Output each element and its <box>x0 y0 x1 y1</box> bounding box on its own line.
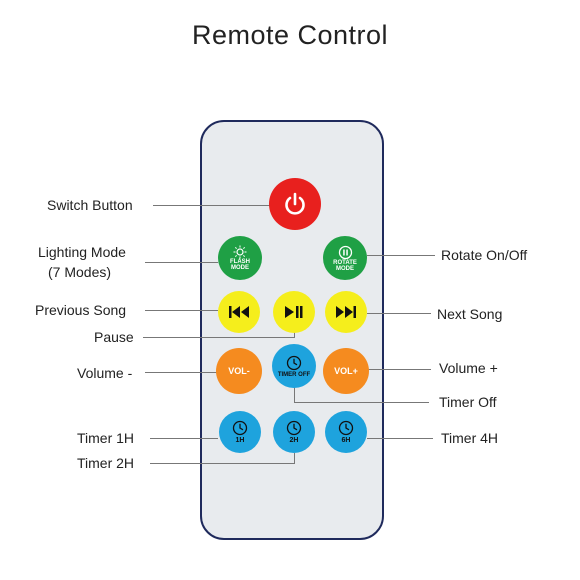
previous-icon <box>229 306 249 318</box>
connector-timer2-v <box>294 453 295 463</box>
rotate-icon <box>338 245 352 259</box>
label-vol-minus: Volume - <box>77 365 133 381</box>
play-pause-button[interactable] <box>273 291 315 333</box>
label-lighting-1: Lighting Mode <box>38 244 126 260</box>
connector-vol-plus <box>367 369 431 370</box>
connector-lighting <box>145 262 218 263</box>
connector-timer-off-v <box>294 387 295 402</box>
volume-down-label: VOL- <box>228 366 250 376</box>
label-timer4: Timer 4H <box>441 430 499 446</box>
clock-icon <box>286 420 302 436</box>
label-timer2: Timer 2H <box>77 455 135 471</box>
connector-next <box>367 313 431 314</box>
power-icon <box>285 192 305 215</box>
flash-mode-button[interactable]: FLASH MODE <box>218 236 262 280</box>
timer-off-label: TIMER OFF <box>277 371 311 378</box>
next-icon <box>336 306 356 318</box>
label-pause: Pause <box>94 329 134 345</box>
timer-2h-label: 2H <box>289 437 299 444</box>
volume-up-label: VOL+ <box>334 366 358 376</box>
connector-timer2 <box>150 463 295 464</box>
label-timer1: Timer 1H <box>77 430 135 446</box>
clock-icon <box>286 355 302 370</box>
play-pause-icon <box>285 306 303 318</box>
label-previous: Previous Song <box>35 302 127 318</box>
connector-pause <box>143 337 295 338</box>
timer-6h-label: 6H <box>341 437 351 444</box>
timer-1h-label: 1H <box>235 437 245 444</box>
clock-icon <box>338 420 354 436</box>
volume-up-button[interactable]: VOL+ <box>323 348 369 394</box>
connector-previous <box>145 310 218 311</box>
rotate-label-line1: ROTATE <box>333 259 357 266</box>
timer-1h-button[interactable]: 1H <box>219 411 261 453</box>
label-vol-plus: Volume + <box>439 360 498 376</box>
label-rotate: Rotate On/Off <box>441 247 528 263</box>
clock-icon <box>232 420 248 436</box>
connector-timer1 <box>150 438 218 439</box>
rotate-mode-button[interactable]: ROTATE MODE <box>323 236 367 280</box>
connector-timer-off <box>294 402 429 403</box>
label-switch: Switch Button <box>47 197 133 213</box>
connector-pause-v <box>294 330 295 337</box>
label-lighting-2: (7 Modes) <box>48 264 112 280</box>
connector-vol-minus <box>145 372 217 373</box>
previous-button[interactable] <box>218 291 260 333</box>
timer-6h-button[interactable]: 6H <box>325 411 367 453</box>
sun-icon <box>233 245 247 259</box>
flash-label-line1: FLASH <box>230 259 250 265</box>
label-timer-off: Timer Off <box>439 394 497 410</box>
power-button[interactable] <box>269 178 321 230</box>
volume-down-button[interactable]: VOL- <box>216 348 262 394</box>
page-title: Remote Control <box>191 20 389 50</box>
label-next: Next Song <box>437 306 503 322</box>
rotate-label-line2: MODE <box>336 265 354 272</box>
connector-timer4 <box>367 438 433 439</box>
flash-label-line2: MODE <box>231 265 249 271</box>
connector-rotate <box>367 255 435 256</box>
timer-2h-button[interactable]: 2H <box>273 411 315 453</box>
timer-off-button[interactable]: TIMER OFF <box>272 344 316 388</box>
connector-switch <box>153 205 270 206</box>
next-button[interactable] <box>325 291 367 333</box>
